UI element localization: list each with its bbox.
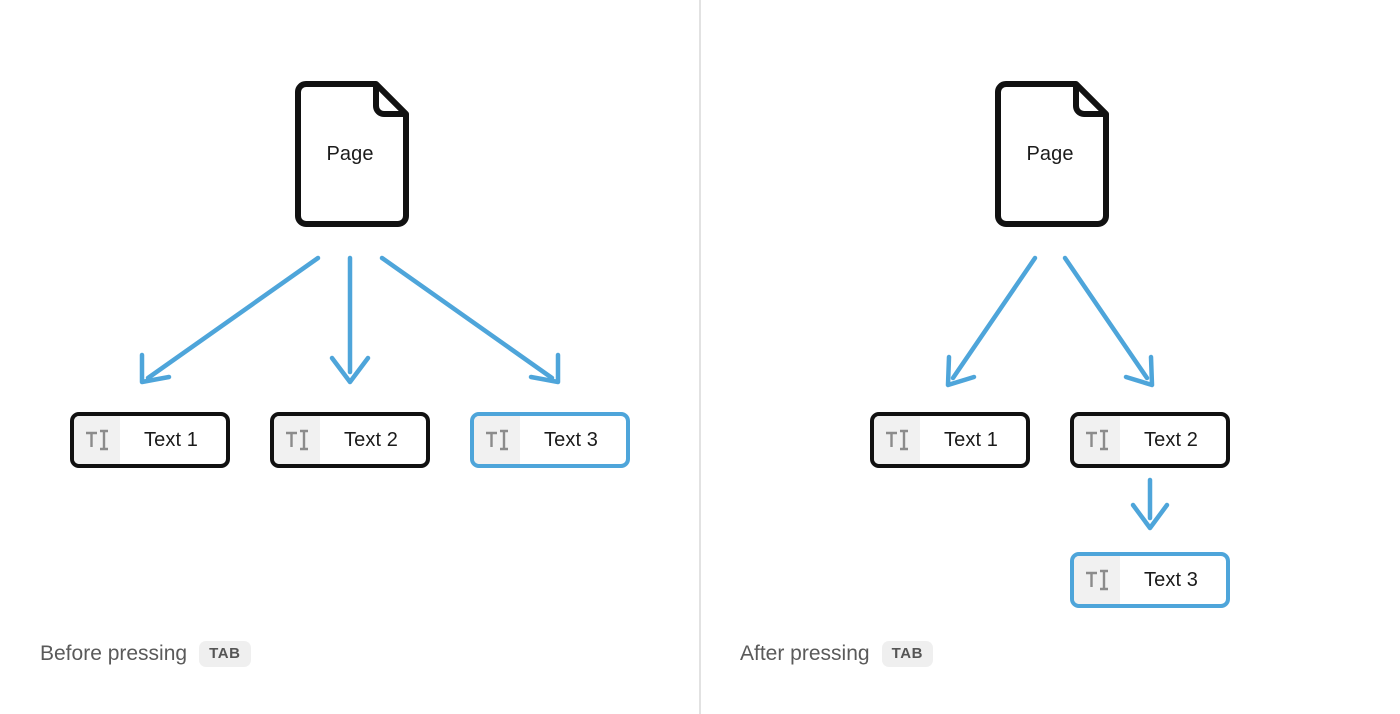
text-node-text3[interactable]: Text 3	[1070, 552, 1230, 608]
tab-key-badge: TAB	[199, 641, 251, 667]
page-node-after[interactable]: Page	[990, 80, 1110, 228]
arrow-page-to-text3-head	[528, 352, 561, 385]
text-cursor-icon	[1074, 416, 1120, 464]
text-node-text1[interactable]: Text 1	[70, 412, 230, 468]
caption-text: Before pressing	[40, 642, 188, 665]
page-node-before[interactable]: Page	[290, 80, 410, 228]
panel-divider	[699, 0, 701, 714]
text-cursor-icon	[1074, 556, 1120, 604]
text-cursor-icon	[874, 416, 920, 464]
arrow-page-to-text1	[950, 255, 1038, 381]
arrow-page-to-text3	[379, 255, 555, 381]
text-cursor-icon	[274, 416, 320, 464]
arrow-page-to-text2-head	[1123, 354, 1155, 388]
text-node-label: Text 2	[1144, 428, 1198, 451]
page-node-label: Page	[1026, 142, 1074, 165]
text-node-text2[interactable]: Text 2	[270, 412, 430, 468]
panel-before-tab: Page Text 1	[40, 80, 630, 667]
arrow-page-to-text2-head	[329, 355, 371, 385]
caption-text: After pressing	[740, 642, 870, 665]
arrow-page-to-text2	[1062, 255, 1150, 381]
arrow-page-to-text1-head	[945, 354, 977, 388]
text-node-label: Text 2	[344, 428, 398, 451]
page-node-label: Page	[326, 142, 374, 165]
text-node-text1[interactable]: Text 1	[870, 412, 1030, 468]
tab-key-badge: TAB	[881, 641, 934, 667]
text-cursor-icon	[74, 416, 120, 464]
text-cursor-icon	[474, 416, 520, 464]
caption-after: After pressing TAB	[740, 641, 934, 667]
panel-after-tab: Page Text 1	[700, 0, 1400, 714]
arrow-page-to-text1	[145, 255, 321, 381]
text-node-text2[interactable]: Text 2	[1070, 412, 1230, 468]
text-node-label: Text 1	[144, 428, 198, 451]
text-node-label: Text 1	[944, 428, 998, 451]
arrow-text2-to-text3-head	[1130, 502, 1170, 531]
text-node-label: Text 3	[544, 428, 598, 451]
text-node-label: Text 3	[1144, 568, 1198, 591]
document-icon	[995, 81, 1109, 227]
document-icon	[295, 81, 409, 227]
text-node-text3[interactable]: Text 3	[470, 412, 630, 468]
caption-before: Before pressing TAB	[40, 641, 251, 667]
arrow-page-to-text1-head	[139, 352, 172, 385]
